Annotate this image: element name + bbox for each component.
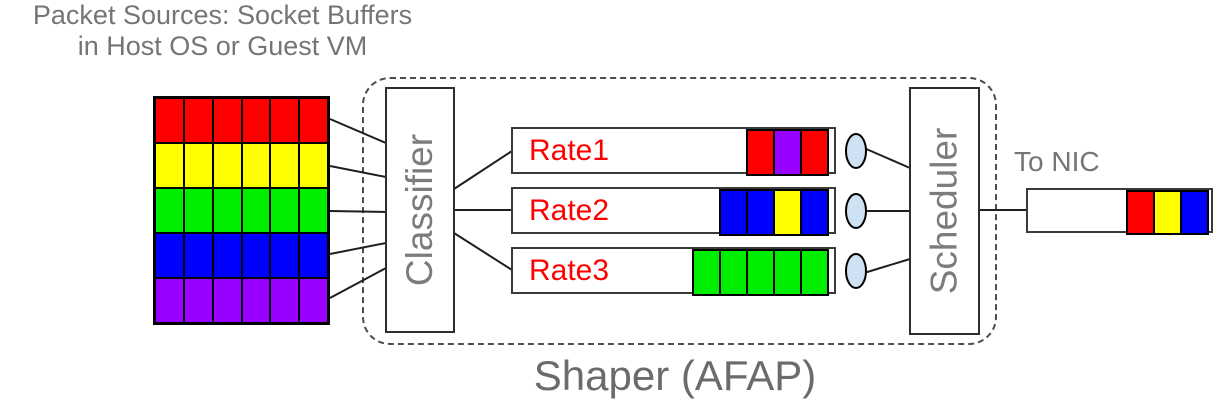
green-flow-packet-cell: [270, 188, 300, 233]
packet-sources-title-line2: in Host OS or Guest VM: [77, 31, 368, 61]
yellow-flow-packet-cell: [270, 143, 300, 188]
wire-green-to-classifier: [329, 210, 387, 213]
shaper-caption: Shaper (AFAP): [533, 352, 817, 399]
yellow-flow-packet-cell: [183, 143, 213, 188]
green-flow-packet-cell: [241, 188, 271, 233]
packet-cell: [719, 249, 748, 296]
scheduler-box: Scheduler: [909, 87, 980, 335]
to-nic-label: To NIC: [1014, 146, 1100, 177]
rate2-valve-icon: [845, 193, 867, 229]
wire-valve1-to-scheduler: [863, 147, 911, 169]
yellow-flow-packet-cell: [212, 143, 242, 188]
green-flow-packet-cell: [299, 188, 328, 233]
blue-flow-packet-cell: [212, 233, 242, 278]
packet-cell: [746, 129, 775, 176]
purple-flow-packet-cell: [212, 278, 242, 323]
wire-blue-to-classifier: [329, 242, 387, 255]
packet-cell: [773, 129, 802, 176]
rate3-queue: Rate3: [511, 247, 836, 296]
packet-cell: [773, 189, 802, 236]
packet-cell: [1126, 190, 1155, 235]
yellow-flow-packet-cell: [241, 143, 271, 188]
packet-cell: [800, 189, 829, 236]
packet-cell: [773, 249, 802, 296]
scheduler-label: Scheduler: [923, 127, 965, 295]
wire-purple-to-classifier: [329, 267, 387, 299]
yellow-flow-packet-cell: [299, 143, 328, 188]
red-flow-packet-cell: [241, 98, 271, 143]
wire-red-to-classifier: [329, 118, 387, 144]
packet-cell: [746, 189, 775, 236]
packet-cell: [1180, 190, 1209, 235]
rate1-valve-icon: [845, 133, 867, 169]
red-flow-packet-cell: [212, 98, 242, 143]
blue-flow-packet-cell: [241, 233, 271, 278]
green-flow-packet-cell: [155, 188, 184, 233]
classifier-box: Classifier: [385, 87, 455, 333]
wire-yellow-to-classifier: [329, 165, 387, 178]
red-flow-packet-cell: [155, 98, 184, 143]
red-flow-packet-cell: [270, 98, 300, 143]
purple-flow-packet-cell: [270, 278, 300, 323]
source-buffer-grid: [153, 96, 330, 325]
packet-cell: [800, 129, 829, 176]
wire-classifier-to-rate1: [453, 150, 513, 190]
rate2-queue-label: Rate2: [529, 193, 610, 227]
classifier-label: Classifier: [399, 133, 441, 287]
purple-flow-packet-cell: [155, 278, 184, 323]
packet-sources-title-line1: Packet Sources: Socket Buffers: [32, 0, 413, 30]
rate2-queue: Rate2: [511, 187, 836, 236]
rate2-queue-packets: [719, 189, 829, 236]
wire-valve3-to-scheduler: [863, 258, 911, 274]
blue-flow-packet-cell: [299, 233, 328, 278]
rate1-queue-label: Rate1: [529, 133, 610, 167]
purple-flow-packet-cell: [299, 278, 328, 323]
packet-cell: [746, 249, 775, 296]
rate3-valve-icon: [845, 253, 867, 289]
packet-cell: [800, 249, 829, 296]
green-flow-packet-cell: [212, 188, 242, 233]
purple-flow-packet-cell: [241, 278, 271, 323]
packet-cell: [692, 249, 721, 296]
wire-classifier-to-rate3: [453, 232, 513, 271]
blue-flow-packet-cell: [270, 233, 300, 278]
rate3-queue-packets: [692, 249, 829, 296]
packet-cell: [719, 189, 748, 236]
rate3-queue-label: Rate3: [529, 253, 610, 287]
purple-flow-packet-cell: [183, 278, 213, 323]
blue-flow-packet-cell: [155, 233, 184, 278]
packet-cell: [1153, 190, 1182, 235]
packet-sources-title: Packet Sources: Socket Buffers in Host O…: [0, 0, 445, 62]
red-flow-packet-cell: [299, 98, 328, 143]
yellow-flow-packet-cell: [155, 143, 184, 188]
green-flow-packet-cell: [183, 188, 213, 233]
rate1-queue: Rate1: [511, 127, 836, 176]
nic-output-queue: [1026, 188, 1213, 235]
nic-output-packets: [1126, 190, 1209, 235]
blue-flow-packet-cell: [183, 233, 213, 278]
red-flow-packet-cell: [183, 98, 213, 143]
rate1-queue-packets: [746, 129, 829, 176]
